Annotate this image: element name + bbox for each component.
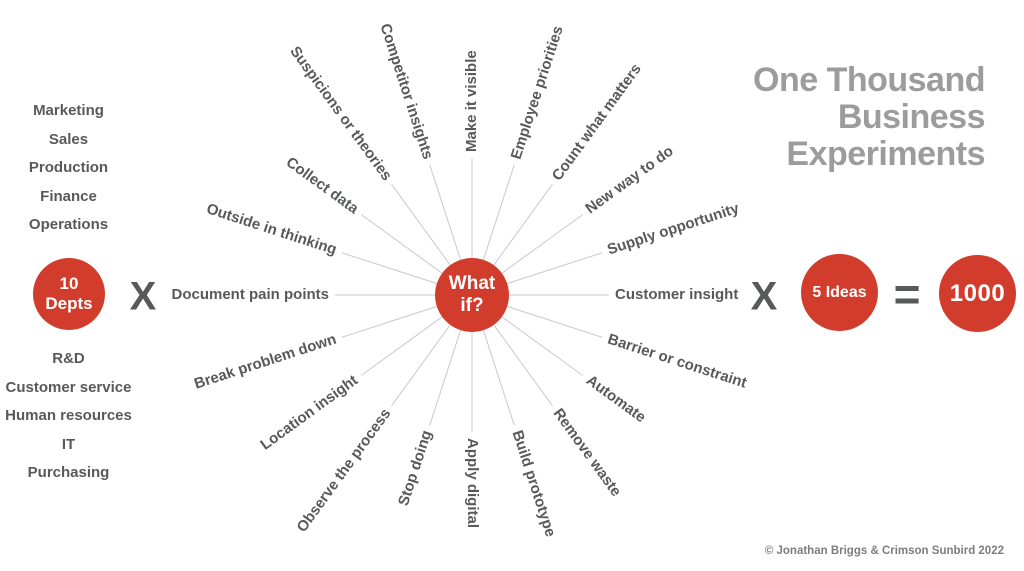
spoke-label: Competitor insights (376, 21, 437, 162)
spoke-label: Remove waste (549, 405, 625, 500)
result-circle-label: 1000 (949, 279, 1006, 307)
what-if-line1: What (448, 273, 496, 294)
spoke-line (429, 329, 462, 426)
result-circle: 1000 (939, 255, 1016, 332)
spoke-line (341, 305, 438, 338)
spoke-label: Observe the process (293, 405, 395, 536)
spoke-line (360, 315, 444, 376)
department-item: IT (61, 435, 76, 453)
spoke-label: Make it visible (463, 50, 481, 152)
department-item: Sales (48, 130, 89, 148)
spoke-line (492, 183, 553, 267)
spoke-line (360, 214, 444, 275)
spoke-label: Collect data (282, 153, 362, 218)
title-line: Experiments (786, 135, 985, 173)
title-line: One Thousand (753, 61, 986, 99)
multiply-operator-1: X (129, 274, 157, 319)
department-item: Finance (40, 187, 97, 205)
department-item: Marketing (33, 102, 104, 119)
spoke-line (506, 252, 603, 285)
spoke-label: Apply digital (463, 438, 481, 528)
department-item: Production (28, 159, 109, 177)
spoke-line (482, 164, 515, 261)
copyright-text: © Jonathan Briggs & Crimson Sunbird 2022 (764, 545, 1004, 557)
depts-circle: 10 Depts (33, 258, 105, 330)
department-item: Purchasing (27, 464, 110, 482)
multiply-operator-2: X (750, 274, 778, 319)
equals-operator: = (893, 268, 921, 320)
spoke-line (391, 323, 452, 407)
spoke-line (341, 252, 438, 285)
department-list-top: Marketing Sales Production Finance Opera… (0, 97, 137, 240)
department-item: Customer service (5, 378, 132, 396)
spoke-label: Stop doing (395, 428, 436, 509)
spoke-line (391, 183, 452, 267)
ideas-circle-label: 5 Ideas (812, 283, 867, 301)
spoke-label: Location insight (257, 372, 362, 454)
spoke-label: Barrier or constraint (605, 330, 749, 392)
spoke-label: Build prototype (508, 428, 559, 539)
depts-circle-label: Depts (45, 294, 93, 313)
department-item: R&D (52, 350, 85, 367)
ideas-circle: 5 Ideas (801, 254, 878, 331)
what-if-circle: What if? (435, 258, 509, 332)
spoke-line (482, 329, 515, 426)
what-if-line2: if? (460, 295, 484, 316)
spoke-label: Outside in thinking (204, 200, 339, 259)
department-item: Human resources (5, 407, 132, 425)
spoke-label: Break problem down (192, 330, 339, 393)
title-line: Business (837, 98, 986, 136)
depts-circle-count: 10 (59, 274, 79, 293)
spoke-label: Automate (582, 372, 649, 427)
spoke-line (500, 315, 584, 376)
department-item: Operations (28, 216, 109, 234)
spoke-line (492, 323, 553, 407)
spoke-label: Employee priorities (507, 23, 568, 162)
spoke-label: New way to do (582, 142, 677, 218)
spoke-line (500, 214, 584, 275)
spoke-line (429, 164, 462, 261)
spoke-label: Customer insight (615, 286, 739, 304)
spoke-label: Document pain points (171, 286, 330, 304)
spoke-label: Count what matters (549, 60, 646, 185)
spoke-label: Supply opportunity (605, 200, 742, 259)
page-title: One Thousand Business Experiments (753, 61, 986, 173)
department-list-bottom: R&D Customer service Human resources IT … (0, 345, 137, 488)
spoke-line (506, 305, 603, 338)
